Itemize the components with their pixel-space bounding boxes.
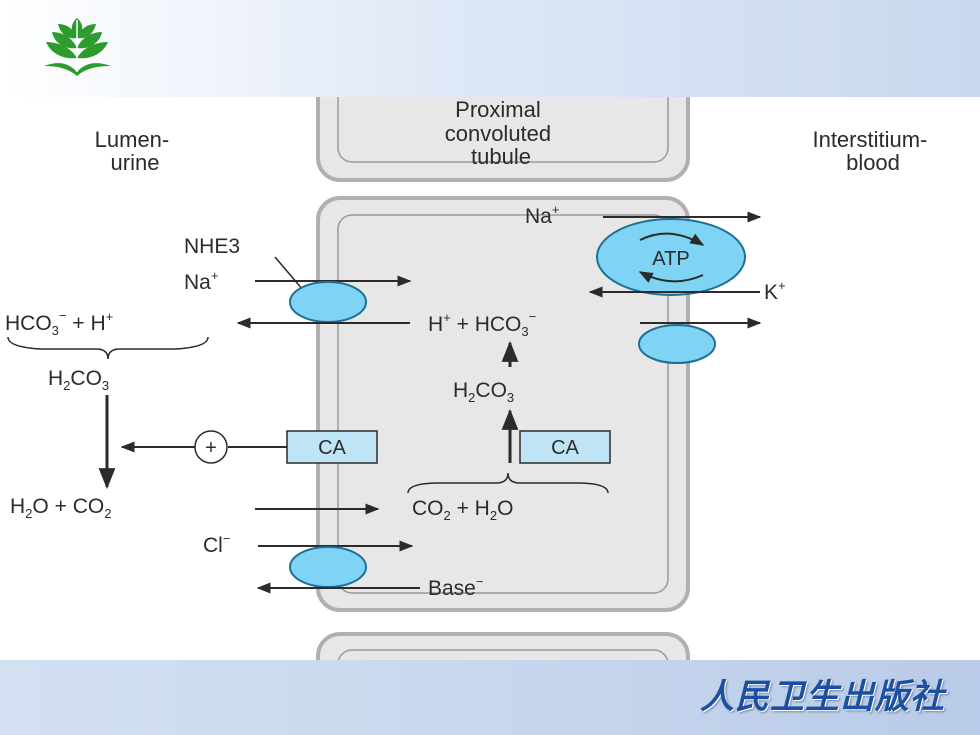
cl-label: Cl− bbox=[203, 531, 230, 557]
cl-base-exchanger bbox=[289, 546, 367, 588]
ca-box-cell bbox=[519, 430, 611, 464]
base-label: Base− bbox=[428, 574, 483, 600]
na-label-basolateral: Na+ bbox=[525, 202, 559, 228]
lumen-label: Lumen- urine bbox=[95, 127, 176, 175]
plus-sign: + bbox=[205, 437, 217, 459]
lumen-h2o-co2: H2O + CO2 bbox=[10, 495, 111, 521]
na-k-atpase-pump bbox=[596, 218, 746, 296]
nhe3-transporter bbox=[289, 281, 367, 323]
interstitium-label: Interstitium- blood bbox=[812, 127, 933, 175]
cell-h2co3: H2CO3 bbox=[453, 379, 514, 405]
k-label: K+ bbox=[764, 278, 786, 304]
atp-label: ATP bbox=[652, 248, 689, 270]
slide-header-band bbox=[0, 0, 980, 97]
tubule-label: Proximal convoluted tubule bbox=[445, 97, 558, 169]
ca-box-lumen bbox=[286, 430, 378, 464]
proximal-tubule-diagram: Proximal convoluted tubule Lumen- urine … bbox=[5, 97, 933, 660]
publisher-logo-text: 人民卫生出版社 bbox=[700, 677, 945, 717]
upper-cell bbox=[316, 97, 690, 182]
lumen-h2co3: H2CO3 bbox=[48, 367, 109, 393]
slide-footer-band bbox=[0, 660, 980, 735]
green-leaf-emblem-icon bbox=[44, 18, 111, 76]
hco3-exit-transporter bbox=[638, 324, 716, 364]
nhe3-label: NHE3 bbox=[184, 235, 240, 258]
ca-label-cell: CA bbox=[551, 437, 579, 459]
na-label-apical: Na+ bbox=[184, 268, 218, 294]
ca-label-lumen: CA bbox=[318, 437, 346, 459]
main-cell bbox=[316, 196, 690, 612]
lower-cell bbox=[316, 632, 690, 660]
cell-co2-h2o: CO2 + H2O bbox=[412, 497, 513, 523]
lumen-hco3-h: HCO3− + H+ bbox=[5, 308, 113, 338]
cell-h-hco3: H+ + HCO3− bbox=[428, 309, 536, 339]
